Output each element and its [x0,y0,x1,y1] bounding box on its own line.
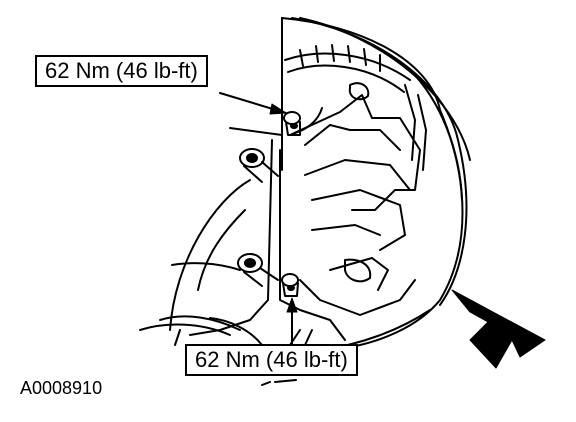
hub-flange [139,179,251,346]
figure-id-label: A0008910 [20,378,103,398]
leader-arrowhead-lower [286,297,298,313]
wheel-stud-upper [239,148,279,183]
caliper-bolt-upper [283,111,301,136]
steering-knuckle [189,139,346,346]
torque-callout-lower: 62 Nm (46 lb-ft) [185,344,358,376]
backing-plate [281,17,471,351]
caliper [289,82,421,316]
leader-arrowhead-upper [269,103,287,115]
brake-hose [284,44,427,171]
torque-callout-upper: 62 Nm (46 lb-ft) [35,55,208,87]
direction-arrow-icon [451,289,546,369]
wheel-stud-lower [237,253,279,287]
tick-marks [261,379,297,386]
caliper-bolt-lower [281,273,299,297]
